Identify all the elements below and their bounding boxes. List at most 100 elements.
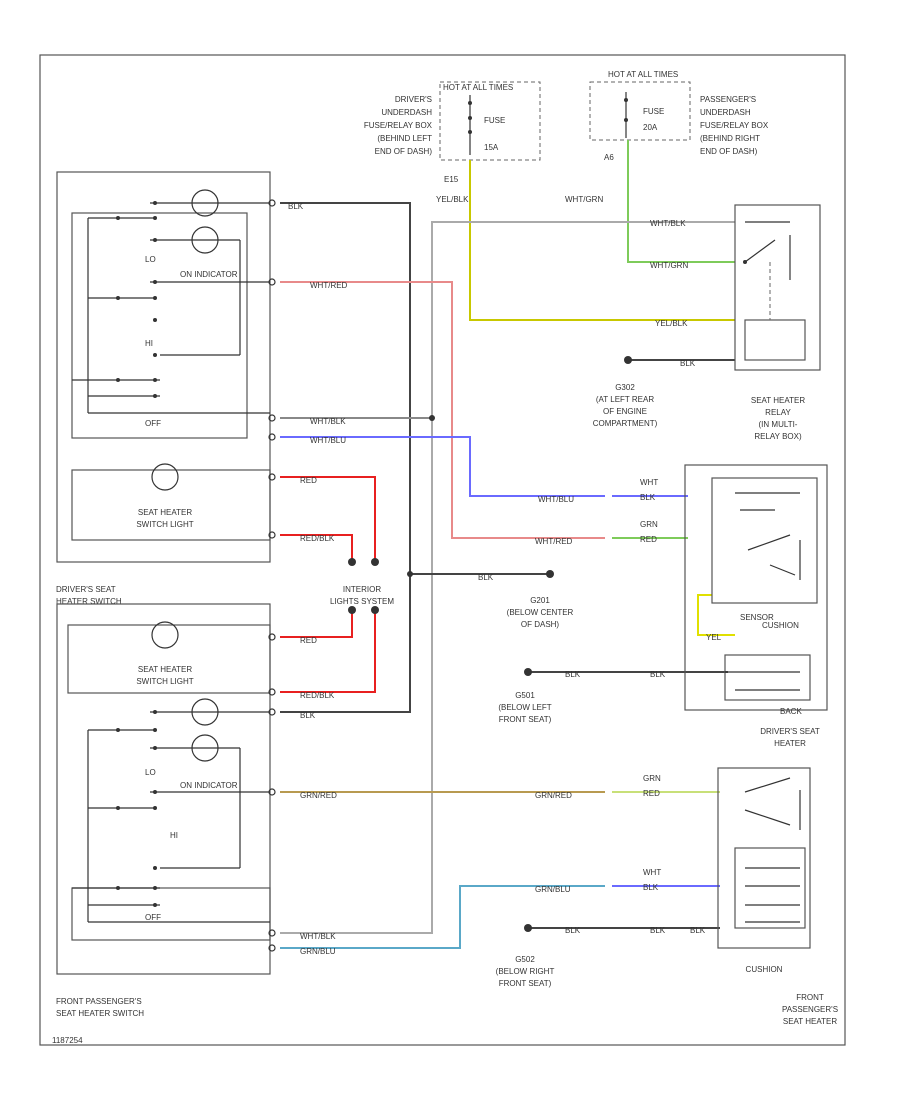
drivers-switch-label-1: DRIVER'S SEAT	[56, 585, 116, 594]
passengers-heater-label-1: FRONT	[796, 993, 824, 1002]
g501-ground-dot	[524, 668, 532, 676]
g201-label-2: (BELOW CENTER	[507, 608, 574, 617]
back-label: BACK	[780, 707, 802, 716]
wire-label-red-4: RED	[643, 789, 660, 798]
wire-label-yel-1: YEL	[706, 633, 722, 642]
interior-lights-dot-3	[348, 606, 356, 614]
switch-light-label-1: SEAT HEATER	[138, 508, 192, 517]
relay-label-3: (IN MULTI-	[759, 420, 798, 429]
seat-heater-relay: SEAT HEATER RELAY (IN MULTI- RELAY BOX)	[734, 204, 821, 441]
red-blk-wire-lower	[280, 612, 376, 693]
yel-blk-top-label: YEL/BLK	[436, 195, 469, 204]
drivers-fuse-location-5: END OF DASH)	[375, 147, 433, 156]
g201-label-3: OF DASH)	[521, 620, 560, 629]
relay-label-2: RELAY	[765, 408, 791, 417]
passenger-cushion-label: CUSHION	[746, 965, 783, 974]
wire-label-blk-2: BLK	[300, 711, 316, 720]
wht-blu-wire	[280, 436, 605, 497]
red-blk-wire-upper	[280, 534, 353, 560]
driver-sensor-label: SENSOR	[740, 613, 774, 622]
drivers-switch-light-label-1: SEAT HEATER	[138, 665, 192, 674]
drivers-seat-heater: SENSOR CUSHION BACK DRIVER'S SEAT HEATER	[684, 464, 828, 748]
g201-ground-dot	[546, 570, 554, 578]
wht-red-wire	[280, 281, 605, 539]
drivers-position-lo-label: LO	[145, 768, 156, 777]
passengers-seat-heater: CUSHION FRONT PASSENGER'S SEAT HEATER	[717, 767, 838, 1026]
relay-label-4: RELAY BOX)	[754, 432, 802, 441]
position-hi-label: HI	[145, 339, 153, 348]
wire-label-wht-grn-1: WHT/GRN	[650, 261, 688, 270]
diagram-border	[39, 54, 846, 1046]
wire-label-blk-3: BLK	[680, 359, 696, 368]
wht-blk-wire	[280, 221, 735, 934]
passengers-heater-label-2: PASSENGER'S	[782, 1005, 838, 1014]
drivers-fuse-header: HOT AT ALL TIMES	[443, 83, 513, 92]
passengers-fuse-location-4: (BEHIND RIGHT	[700, 134, 760, 143]
red-wire-upper	[280, 476, 376, 560]
g502-label-1: G502	[515, 955, 535, 964]
wht-grn-top-label: WHT/GRN	[565, 195, 603, 204]
drivers-switch-light-label-2: SWITCH LIGHT	[136, 677, 193, 686]
wire-label-wht-2: WHT	[643, 868, 661, 877]
g302-label-3: OF ENGINE	[603, 407, 647, 416]
g201-label-1: G201	[530, 596, 550, 605]
wire-label-blk-6: BLK	[565, 670, 581, 679]
wire-label-wht-1: WHT	[640, 478, 658, 487]
driver-cushion-inner-label: CUSHION	[762, 621, 799, 630]
interior-lights-dot-1	[348, 558, 356, 566]
wire-label-red-2: RED	[300, 636, 317, 645]
wire-label-red-blk-1: RED/BLK	[300, 534, 335, 543]
yel-blk-wire	[469, 160, 735, 321]
passengers-fuse-location-3: FUSE/RELAY BOX	[700, 121, 769, 130]
ground-labels: G302 (AT LEFT REAR OF ENGINE COMPARTMENT…	[496, 383, 658, 988]
wire-label-red-1: RED	[300, 476, 317, 485]
drivers-position-off-label: OFF	[145, 913, 161, 922]
position-on-label: ON INDICATOR	[180, 270, 238, 279]
g302-label-1: G302	[615, 383, 635, 392]
wire-label-grn-blu-2: GRN/BLU	[535, 885, 571, 894]
wire-label-blk-4: BLK	[640, 493, 656, 502]
blk-wire-top	[280, 202, 411, 713]
red-wire-lower	[280, 612, 353, 638]
position-off-label: OFF	[145, 419, 161, 428]
wire-label-wht-blk-3: WHT/BLK	[650, 219, 686, 228]
g501-label-3: FRONT SEAT)	[499, 715, 552, 724]
wire-label-grn-blu-1: GRN/BLU	[300, 947, 336, 956]
switch-light-bulb-icon	[151, 621, 179, 649]
g502-label-3: FRONT SEAT)	[499, 979, 552, 988]
g501-label-2: (BELOW LEFT	[498, 703, 551, 712]
wire-label-blk-9: BLK	[565, 926, 581, 935]
wire-label-grn-red-1: GRN/RED	[300, 791, 337, 800]
drivers-position-hi-label: HI	[170, 831, 178, 840]
drivers-fuse-location-1: DRIVER'S	[395, 95, 432, 104]
lower-connector-pins	[268, 633, 276, 952]
grn-blu-wire	[280, 885, 605, 949]
interior-lights-dot-2	[371, 558, 379, 566]
passengers-switch-block: LO ON INDICATOR HI OFF SEAT HEATER SWITC…	[56, 171, 271, 563]
drivers-fuse-label: FUSE	[484, 116, 505, 125]
wire-label-yel-blk-1: YEL/BLK	[655, 319, 688, 328]
footer-code: 1187254	[52, 1036, 83, 1045]
wire-label-blk-5: BLK	[478, 573, 494, 582]
passengers-fuse-location-2: UNDERDASH	[700, 108, 751, 117]
passengers-fuse-box: HOT AT ALL TIMES FUSE 20A PASSENGER'S UN…	[589, 70, 769, 162]
a6-label: A6	[604, 153, 614, 162]
wire-label-blk-11: BLK	[690, 926, 706, 935]
interior-lights-label-2: LIGHTS SYSTEM	[330, 597, 394, 606]
wire-label-wht-blu-1: WHT/BLU	[310, 436, 346, 445]
passengers-fuse-label: FUSE	[643, 107, 664, 116]
g302-label-4: COMPARTMENT)	[593, 419, 658, 428]
interior-lights-dot-4	[371, 606, 379, 614]
drivers-heater-label-1: DRIVER'S SEAT	[760, 727, 820, 736]
passengers-switch-label-2: SEAT HEATER SWITCH	[56, 1009, 144, 1018]
wire-color-labels: BLK WHT/RED WHT/BLK WHT/BLU RED RED/BLK …	[288, 202, 722, 956]
switch-light-label-2: SWITCH LIGHT	[136, 520, 193, 529]
drivers-fuse-box: HOT AT ALL TIMES FUSE 15A DRIVER'S UNDER…	[364, 81, 541, 161]
passengers-heater-label-3: SEAT HEATER	[783, 1017, 837, 1026]
wire-label-wht-blk-1: WHT/BLK	[310, 417, 346, 426]
interior-lights-label-1: INTERIOR	[343, 585, 381, 594]
wire-label-grn-2: GRN	[643, 774, 661, 783]
wire-label-grn-red-2: GRN/RED	[535, 791, 572, 800]
passengers-fuse-location-5: END OF DASH)	[700, 147, 758, 156]
wire-label-wht-red-1: WHT/RED	[310, 281, 348, 290]
